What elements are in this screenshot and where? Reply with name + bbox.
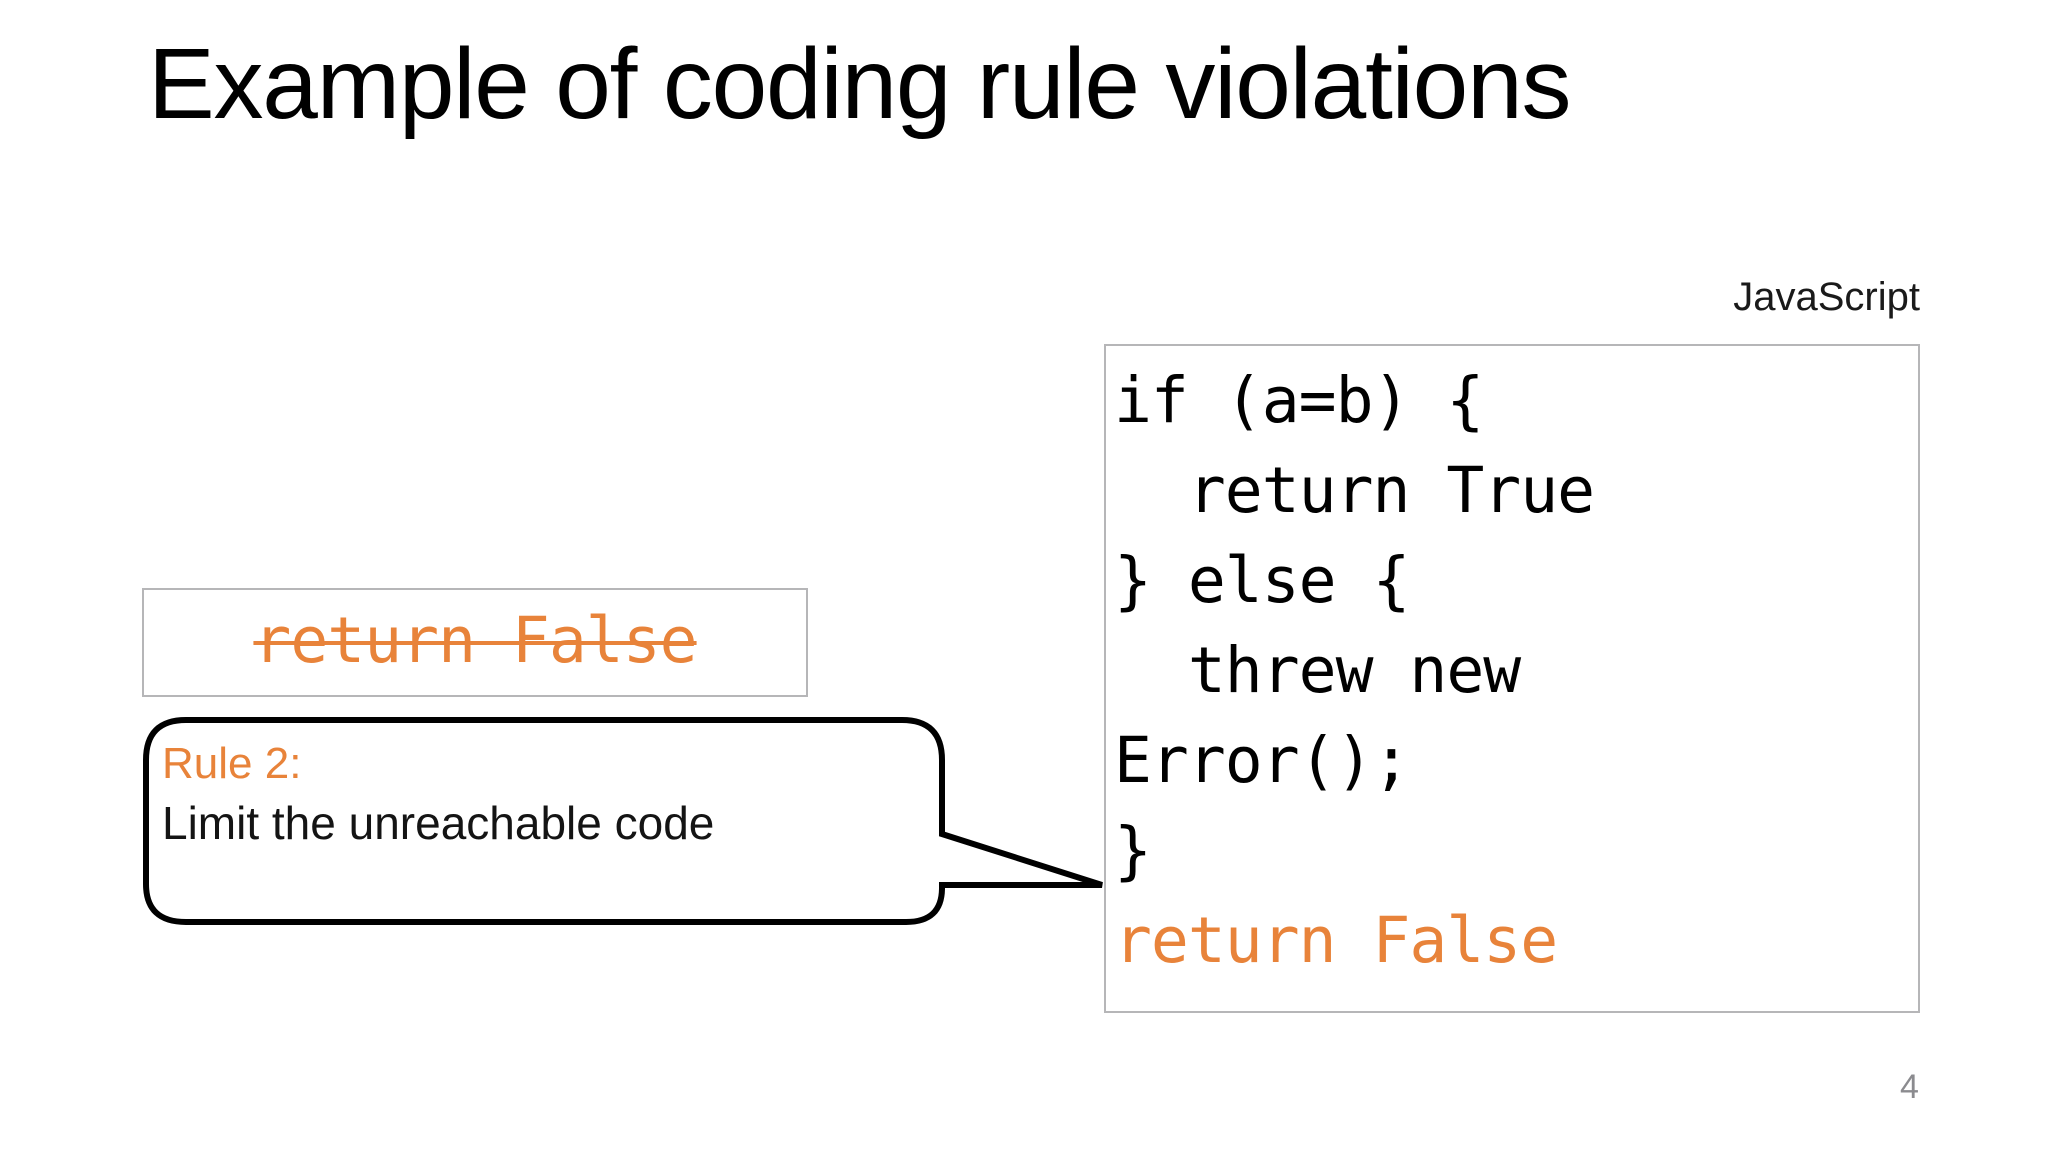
code-line: threw new bbox=[1114, 634, 1521, 707]
code-block: if (a=b) { return True } else { threw ne… bbox=[1104, 344, 1920, 1013]
code-line: } bbox=[1114, 814, 1152, 887]
callout-text-group: Rule 2: Limit the unreachable code bbox=[162, 736, 942, 854]
code-line: Error(); bbox=[1114, 724, 1410, 797]
code-line: } else { bbox=[1114, 544, 1410, 617]
callout-shape-icon bbox=[143, 717, 1103, 925]
struck-snippet-text: return False bbox=[253, 604, 697, 677]
callout-rule-label: Rule 2: bbox=[162, 739, 302, 788]
page-title: Example of coding rule violations bbox=[148, 28, 1572, 140]
code-line: return True bbox=[1114, 454, 1595, 527]
code-language-label: JavaScript bbox=[1733, 275, 1920, 319]
code-line-highlighted: return False bbox=[1114, 904, 1558, 977]
callout-bubble: Rule 2: Limit the unreachable code bbox=[140, 714, 1108, 928]
struck-snippet-box: return False bbox=[142, 588, 808, 697]
page-number: 4 bbox=[1900, 1068, 1919, 1106]
callout-rule-description: Limit the unreachable code bbox=[162, 797, 715, 849]
code-line: if (a=b) { bbox=[1114, 364, 1484, 437]
